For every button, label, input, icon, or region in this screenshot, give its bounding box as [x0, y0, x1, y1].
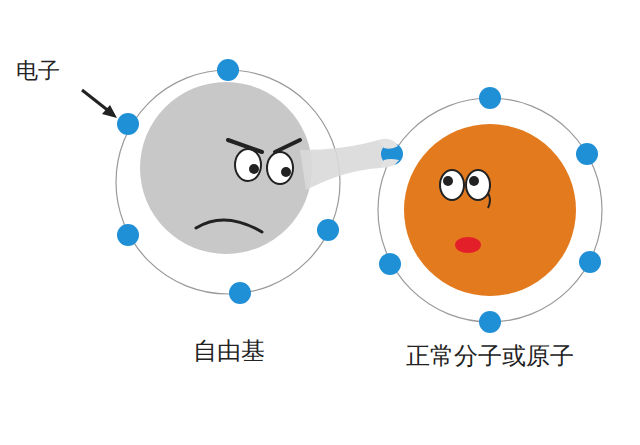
node-label: 正常分子或原子	[376, 340, 604, 372]
fingers	[378, 139, 398, 149]
arrowhead	[102, 105, 117, 118]
orbit-ring	[378, 98, 602, 322]
electrons	[117, 59, 601, 333]
molecule-body	[404, 124, 576, 296]
node-label: 自由基	[115, 335, 343, 367]
worried-face	[440, 170, 490, 253]
angry-face	[196, 140, 300, 232]
fingers	[380, 159, 399, 168]
electron-label: 电子	[16, 56, 60, 86]
leader-arrow	[82, 90, 110, 112]
radical-body	[140, 82, 312, 254]
radical-node: 自由基	[115, 62, 343, 374]
molecule-node: 正常分子或原子	[376, 96, 604, 378]
